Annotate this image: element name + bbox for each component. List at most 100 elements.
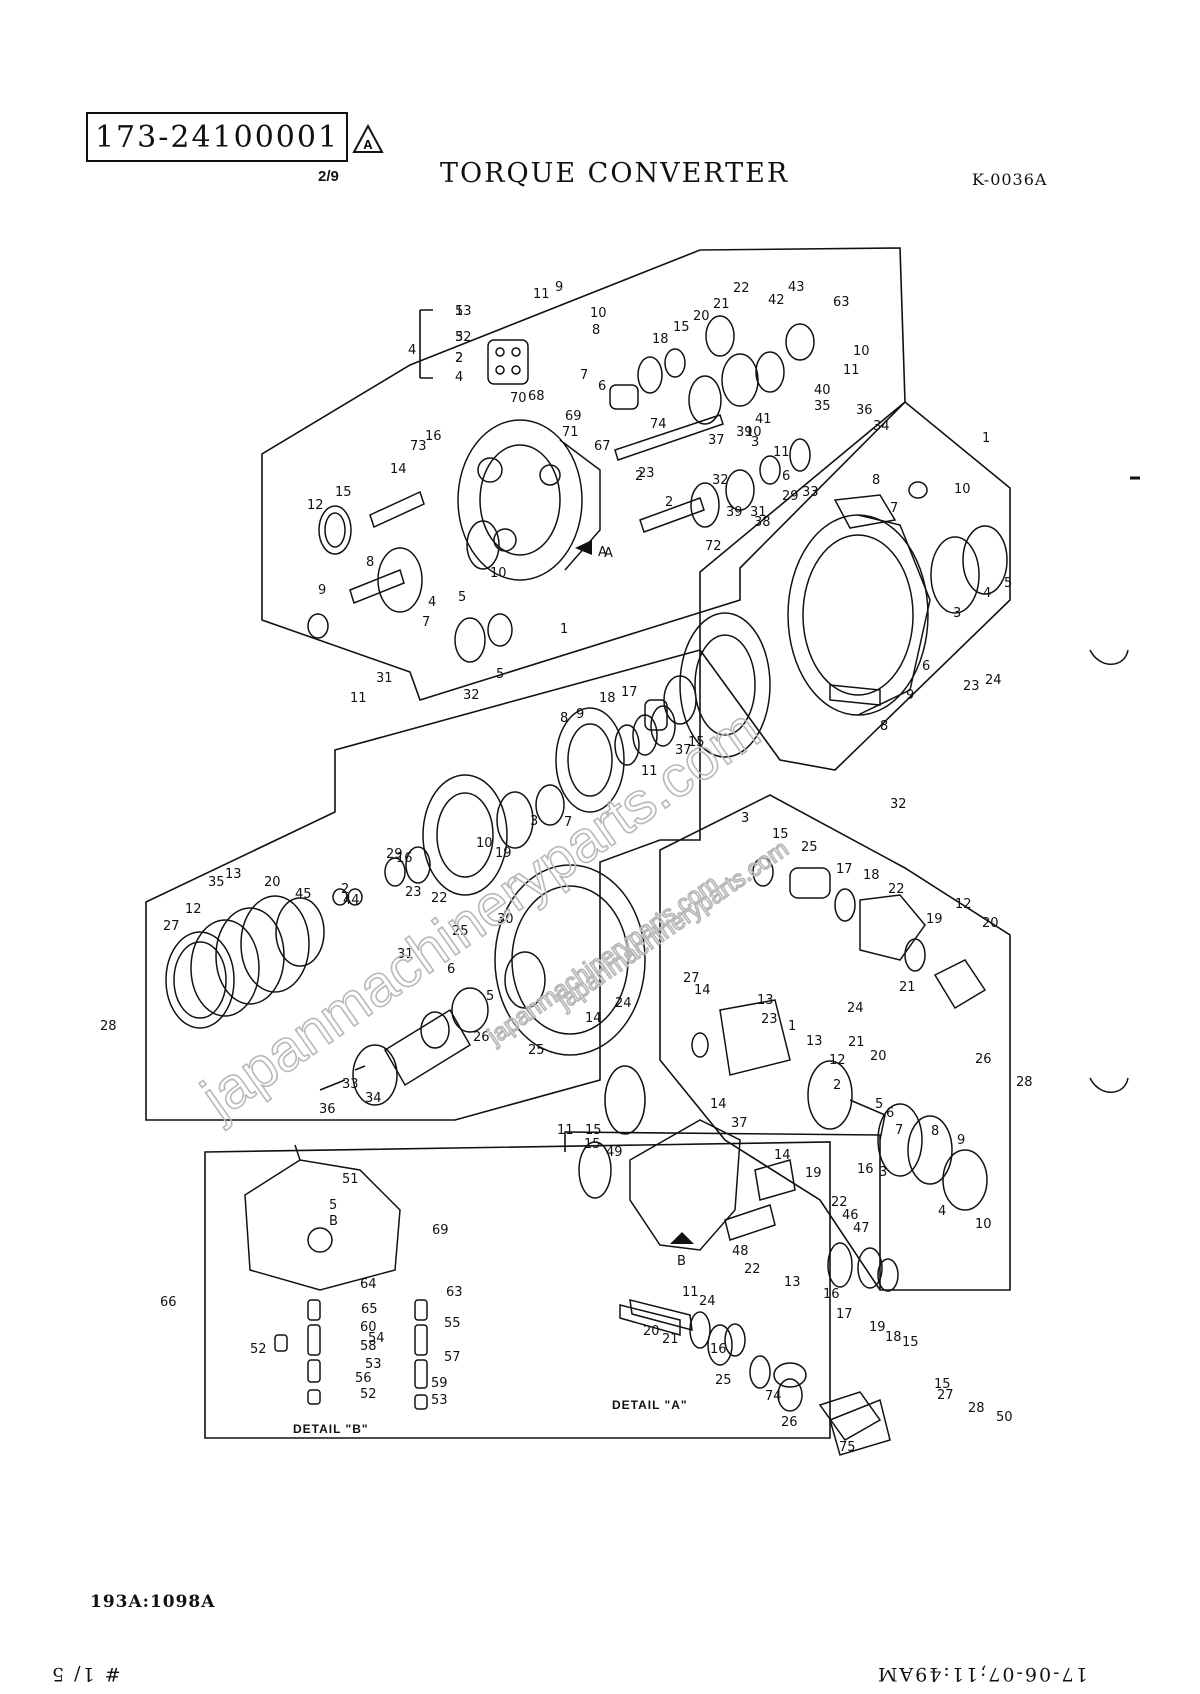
callout-label: 52 <box>250 1342 267 1357</box>
callout-label: 10 <box>853 344 870 359</box>
callout-label: 12 <box>307 498 324 513</box>
callout-label: 47 <box>853 1221 870 1236</box>
callout-label: 14 <box>710 1097 727 1112</box>
callout-label: 2 <box>833 1078 841 1093</box>
group-2-outline <box>261 247 906 701</box>
callout-label: 11 <box>533 287 550 302</box>
callout-label: 6 <box>922 659 930 674</box>
callout-label: 37 <box>731 1116 748 1131</box>
callout-label: 15 <box>584 1137 601 1152</box>
callout-label: 1 <box>788 1019 796 1034</box>
gears-top-part <box>307 315 815 663</box>
callout-label: 71 <box>562 425 579 440</box>
callout-label: 53 <box>431 1393 448 1408</box>
callout-label: 11 <box>843 363 860 378</box>
callout-label: 18 <box>599 691 616 706</box>
callout-label: 20 <box>693 309 710 324</box>
callout-label: 4 <box>428 595 436 610</box>
callout-label: 18 <box>885 1330 902 1345</box>
callout-label: 11 <box>682 1285 699 1300</box>
callout-label: 45 <box>295 887 312 902</box>
callout-label: 2 <box>665 495 673 510</box>
group-4-bracket <box>419 309 433 379</box>
callout-label: 9 <box>957 1133 965 1148</box>
detail-b-label: DETAIL "B" <box>293 1422 369 1436</box>
callout-label: A <box>604 546 613 561</box>
callout-label: 15 <box>585 1123 602 1138</box>
callout-label: 4 <box>983 586 991 601</box>
callout-label: 70 <box>510 391 527 406</box>
callout-label: 5 <box>875 1097 883 1112</box>
callout-label: 25 <box>715 1373 732 1388</box>
callout-label: 8 <box>872 473 880 488</box>
callout-label: 39 <box>736 425 753 440</box>
callout-label: 28 <box>968 1401 985 1416</box>
callout-label: 17 <box>836 862 853 877</box>
callout-label: 14 <box>774 1148 791 1163</box>
callout-label: 37 <box>675 743 692 758</box>
callout-label: 57 <box>444 1350 461 1365</box>
callout-label: 22 <box>831 1195 848 1210</box>
part-number-box: 173-24100001 <box>86 112 348 162</box>
detail-a-bracket <box>564 1131 881 1290</box>
callout-label: 35 <box>208 875 225 890</box>
callout-label: 8 <box>931 1124 939 1139</box>
callout-label: 25 <box>801 840 818 855</box>
transfer-case-part <box>578 1065 899 1456</box>
callout-label: 20 <box>643 1324 660 1339</box>
callout-label: 8 <box>560 711 568 726</box>
callout-label: 17 <box>836 1307 853 1322</box>
callout-label: 21 <box>899 980 916 995</box>
callout-label: 11 <box>641 764 658 779</box>
callout-label: B <box>329 1214 338 1229</box>
callout-label: 36 <box>856 403 873 418</box>
revision-triangle-icon: A <box>352 124 384 153</box>
arrow-b-label: B <box>677 1254 686 1269</box>
callout-label: 58 <box>360 1339 377 1354</box>
callout-label: 43 <box>788 280 805 295</box>
callout-label: 7 <box>890 501 898 516</box>
callout-label: 37 <box>708 433 725 448</box>
callout-label: 29 <box>386 847 403 862</box>
callout-label: 15 <box>335 485 352 500</box>
callout-label: 74 <box>765 1389 782 1404</box>
callout-label: 17 <box>621 685 638 700</box>
callout-label: 7 <box>564 815 572 830</box>
callout-label: 23 <box>405 885 422 900</box>
callout-label: 32 <box>890 797 907 812</box>
callout-label: 33 <box>342 1077 359 1092</box>
callout-label: 26 <box>975 1052 992 1067</box>
callout-label: 33 <box>802 485 819 500</box>
stator-assembly-part <box>332 612 771 906</box>
callout-label: 19 <box>805 1166 822 1181</box>
callout-label: 67 <box>594 439 611 454</box>
callout-label: 3 <box>751 435 759 450</box>
callout-label: 27 <box>163 919 180 934</box>
callout-label: 13 <box>757 993 774 1008</box>
sheet-number: 2/9 <box>318 168 339 185</box>
page-count: # 1/ 5 <box>50 1663 121 1685</box>
group-1-outline <box>699 400 1011 771</box>
callout-label: 10 <box>954 482 971 497</box>
callout-label: 6 <box>886 1106 894 1121</box>
callout-label: 49 <box>606 1145 623 1160</box>
callout-label: 5 <box>486 989 494 1004</box>
callout-label: 32 <box>463 688 480 703</box>
callout-label: 15 <box>688 735 705 750</box>
callout-label: 22 <box>431 891 448 906</box>
callout-label: 23 <box>761 1012 778 1027</box>
callout-label: 23 <box>638 466 655 481</box>
callout-label: 5 <box>329 1198 337 1213</box>
callout-label: 69 <box>565 409 582 424</box>
callout-label: 3 <box>741 811 749 826</box>
callout-label: 16 <box>710 1342 727 1357</box>
callout-label: 66 <box>160 1295 177 1310</box>
callout-label: 11 <box>773 445 790 460</box>
callout-label: 18 <box>863 868 880 883</box>
callout-label: 31 <box>750 505 767 520</box>
callout-label: 14 <box>390 462 407 477</box>
callout-label: 10 <box>975 1217 992 1232</box>
callout-label: 2 <box>455 351 463 366</box>
